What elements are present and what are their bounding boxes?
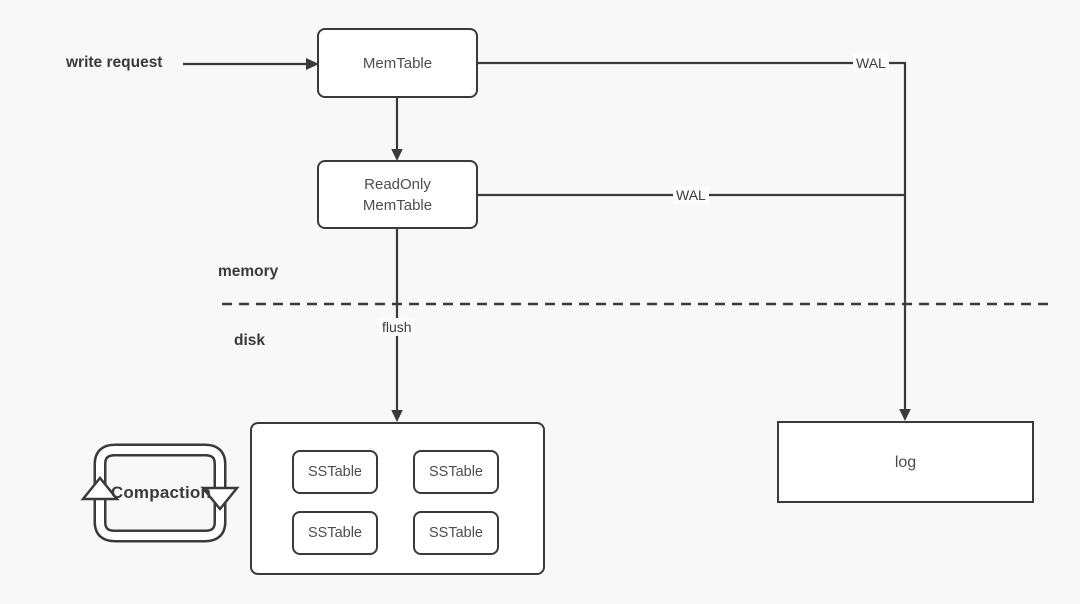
wal-top-label: WAL [853,54,889,72]
sstable-node: SSTable [292,511,378,555]
sstable-node: SSTable [413,450,499,494]
memtable-label: MemTable [362,54,433,72]
sstable-node: SSTable [413,511,499,555]
compaction-arrowhead-down-icon [200,486,240,511]
log-label: log [894,453,917,471]
memory-region-label: memory [218,263,279,280]
write-request-arrowhead-icon [306,58,319,70]
sstable-group-node: SSTable SSTable SSTable SSTable [250,422,545,575]
memtable-node: MemTable [317,28,478,98]
memtable-to-readonly-arrowhead-icon [391,149,403,161]
sstable-label: SSTable [307,524,362,541]
wal-middle-label: WAL [673,186,709,204]
flush-label: flush [379,318,415,336]
disk-region-label: disk [234,332,266,349]
sstable-label: SSTable [428,524,483,541]
wal-top-path [478,61,907,409]
sstable-label: SSTable [307,463,362,480]
flush-arrowhead-icon [391,410,403,422]
compaction-loop-inner [96,446,224,540]
wal-to-log-arrowhead-icon [899,409,911,421]
readonly-memtable-label-line1: ReadOnly [364,175,431,193]
sstable-label: SSTable [428,463,483,480]
write-request-label: write request [66,54,163,71]
compaction-cycle-icon [80,443,240,543]
compaction-arrowhead-up-icon [80,476,120,501]
sstable-node: SSTable [292,450,378,494]
compaction-label: Compaction [110,483,212,502]
readonly-memtable-node: ReadOnly MemTable [317,160,478,229]
readonly-memtable-label-line2: MemTable [362,196,433,214]
log-node: log [777,421,1034,503]
